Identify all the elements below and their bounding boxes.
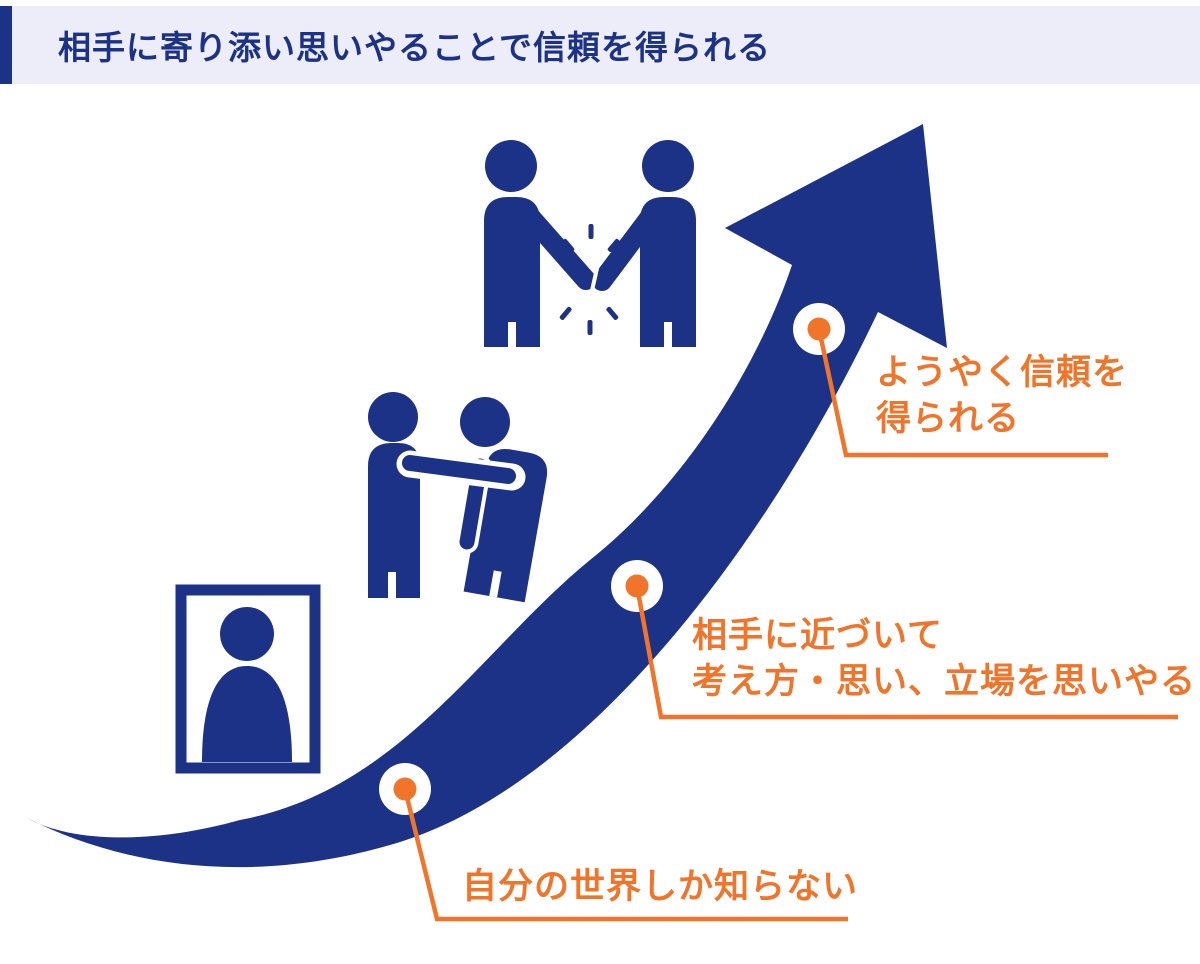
annotation-stage-2-line: 考え方・思い、立場を思いやる [692, 662, 1197, 701]
annotation-stage-3-line: ようやく信頼を [876, 353, 1129, 392]
leader-line-3 [816, 328, 1108, 458]
leader-line-1 [402, 788, 848, 922]
milestone-dot-icon [625, 574, 649, 598]
header-accent-bar [0, 6, 12, 84]
header-band: 相手に寄り添い思いやることで信頼を得られる [0, 6, 1200, 84]
annotation-stage-3-line: 得られる [876, 399, 1021, 438]
milestone-dots [393, 317, 831, 801]
person-in-frame-icon [175, 584, 321, 774]
leader-lines [402, 328, 1178, 922]
page-title: 相手に寄り添い思いやることで信頼を得られる [58, 29, 772, 66]
annotation-stage-1: 自分の世界しか知らない [462, 864, 858, 910]
milestone-dot-icon [807, 317, 831, 341]
sparkle-icon [559, 224, 620, 335]
annotation-stage-1-line: 自分の世界しか知らない [462, 867, 859, 906]
growth-arrow-icon [27, 124, 947, 868]
milestone-dot-icon [393, 777, 417, 801]
leader-line-2 [634, 585, 1178, 720]
annotation-stage-2-line: 相手に近づいて [692, 616, 943, 655]
annotation-stage-2: 相手に近づいて 考え方・思い、立場を思いやる [692, 613, 1196, 705]
shoulder-pat-icon [368, 392, 548, 603]
annotation-stage-3: ようやく信頼を 得られる [876, 350, 1128, 442]
handshake-icon [484, 140, 696, 347]
